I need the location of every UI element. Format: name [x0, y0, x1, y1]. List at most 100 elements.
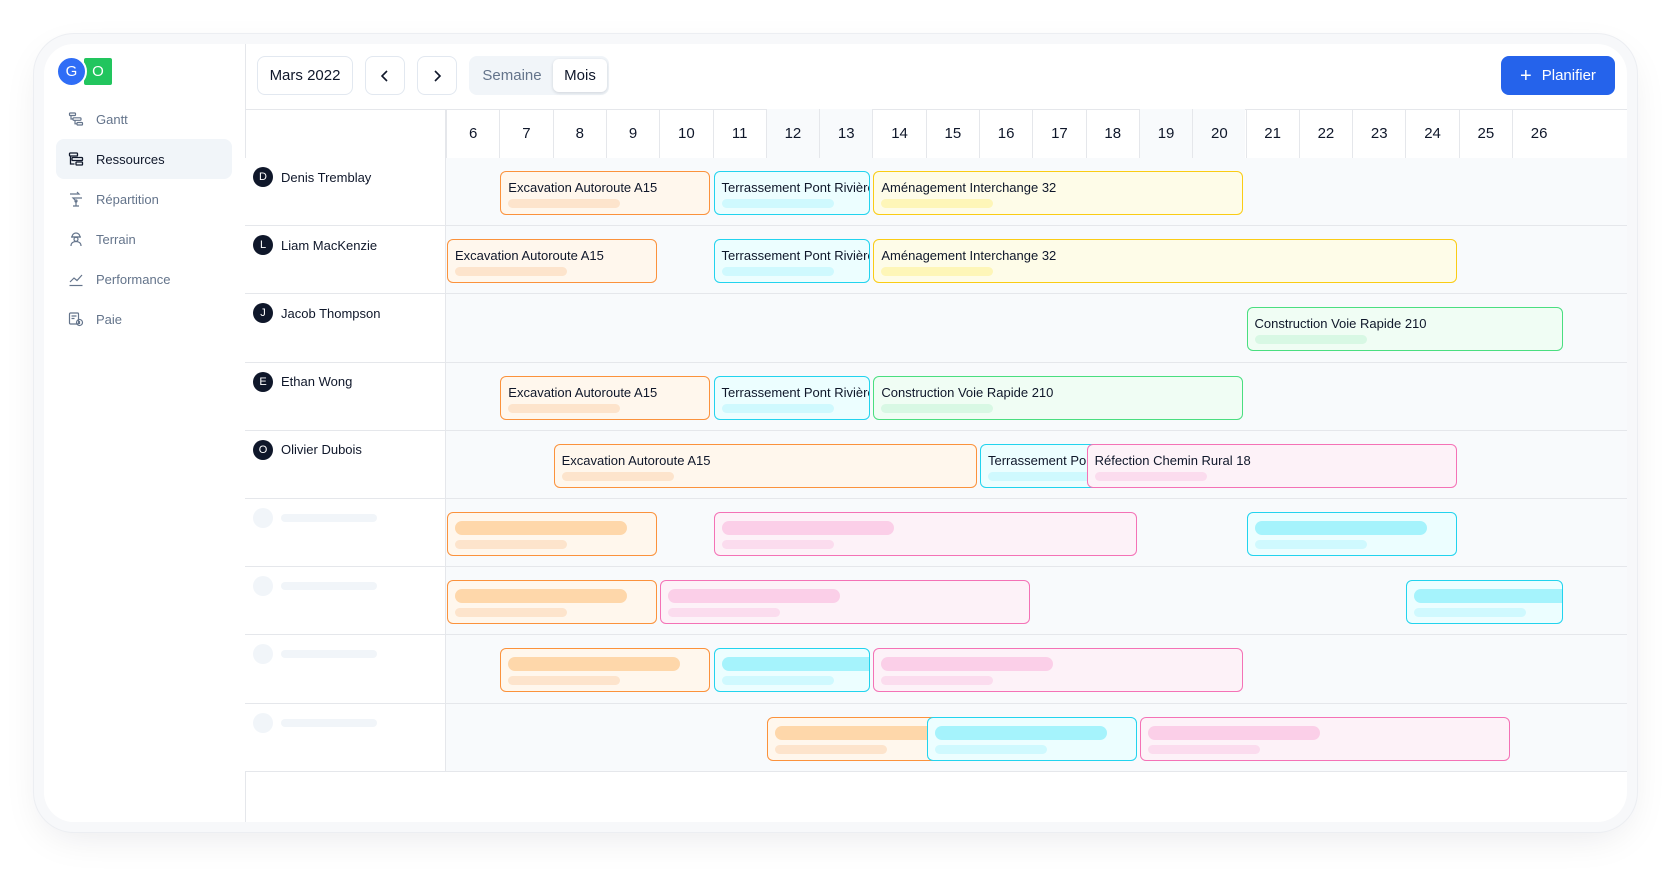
name-placeholder — [281, 514, 377, 522]
task-label-placeholder — [1414, 589, 1563, 604]
day-header: 12 — [765, 109, 820, 158]
sidebar-item-label: Ressources — [96, 151, 165, 167]
resource-row — [245, 499, 1627, 568]
task-bar[interactable]: Excavation Autoroute A15 — [553, 443, 977, 488]
chevron-left-icon — [380, 69, 388, 82]
view-week-button[interactable]: Semaine — [482, 67, 542, 84]
task-progress-placeholder — [881, 267, 994, 277]
sidebar-item-gantt[interactable]: Gantt — [56, 99, 232, 139]
sidebar-item-terrain[interactable]: Terrain — [56, 219, 232, 259]
task-bar-placeholder[interactable] — [873, 648, 1244, 693]
task-bar[interactable]: Terrassement Pont Rivière-Nord — [713, 375, 871, 420]
avatar: E — [253, 371, 273, 392]
task-bar[interactable]: Construction Voie Rapide 210 — [1246, 307, 1564, 352]
day-header: 17 — [1032, 109, 1085, 158]
day-header: 24 — [1405, 109, 1458, 158]
avatar-placeholder — [253, 712, 273, 733]
day-header: 10 — [659, 109, 712, 158]
sidebar-item-label: Paie — [96, 311, 123, 327]
task-label: Terrassement Pont Rivière-Nord — [721, 248, 870, 264]
resource-name: Olivier Dubois — [281, 442, 362, 458]
toolbar: Mars 2022 Semaine Mois + Planifier — [245, 44, 1627, 110]
next-button[interactable] — [417, 56, 457, 95]
avatar-placeholder — [253, 508, 273, 528]
task-label: Construction Voie Rapide 210 — [1254, 316, 1427, 332]
task-label: Terrassement Pont Rivière-Nord — [721, 384, 870, 400]
plan-button-label: Planifier — [1541, 67, 1596, 84]
day-header: 19 — [1138, 109, 1193, 158]
resource-cell: E Ethan Wong — [245, 362, 446, 430]
avatar: D — [253, 167, 273, 187]
task-progress-placeholder — [455, 608, 567, 618]
period-button[interactable]: Mars 2022 — [257, 56, 353, 95]
sidebar-item-performance[interactable]: Performance — [56, 259, 232, 299]
task-bar-placeholder[interactable] — [1139, 716, 1510, 761]
task-bar-placeholder[interactable] — [447, 512, 658, 556]
task-bar[interactable]: Réfection Chemin Rural 18 — [1086, 443, 1457, 488]
task-bar-placeholder[interactable] — [1246, 512, 1457, 556]
view-month-button[interactable]: Mois — [553, 59, 607, 92]
day-header: 11 — [712, 109, 766, 158]
sidebar-item-paie[interactable]: Paie — [56, 299, 232, 339]
task-label-placeholder — [508, 657, 681, 672]
name-placeholder — [281, 582, 377, 591]
day-header: 14 — [872, 109, 925, 158]
task-bar[interactable]: Terrassement Pont Rivière-Nord — [713, 171, 871, 215]
task-progress-placeholder — [881, 676, 994, 686]
task-bar[interactable]: Excavation Autoroute A15 — [447, 239, 658, 284]
task-bar-placeholder[interactable] — [500, 648, 711, 693]
name-placeholder — [281, 650, 377, 659]
task-bar-placeholder[interactable] — [660, 580, 1031, 625]
resource-row: E Ethan Wong Excavation Autoroute A15 Terra… — [245, 362, 1627, 431]
sidebar-item-label: Performance — [96, 271, 171, 287]
task-bar[interactable]: Terrassement Pont Rivière-Nord — [713, 239, 871, 284]
task-bar-placeholder[interactable] — [713, 512, 1137, 556]
task-bar-placeholder[interactable] — [926, 716, 1137, 761]
day-header: 8 — [552, 109, 606, 158]
task-bar[interactable]: Excavation Autoroute A15 — [500, 375, 711, 420]
sidebar-item-repartition[interactable]: Répartition — [56, 179, 232, 219]
task-label-placeholder — [455, 521, 627, 535]
task-progress-placeholder — [721, 540, 834, 549]
task-progress-placeholder — [988, 471, 1100, 481]
task-label-placeholder — [668, 589, 841, 604]
resource-name: Jacob Thompson — [281, 305, 381, 321]
task-bar[interactable]: Aménagement Interchange 32 — [873, 171, 1244, 215]
task-label-placeholder — [774, 725, 947, 740]
task-bar[interactable]: Excavation Autoroute A15 — [500, 171, 711, 215]
app-window: G O Gantt Ressources Répartition Terrain — [44, 44, 1627, 822]
day-header: 16 — [979, 109, 1032, 158]
avatar[interactable]: G — [56, 56, 87, 87]
task-bar-placeholder[interactable] — [713, 648, 871, 693]
task-bar[interactable]: Aménagement Interchange 32 — [873, 239, 1457, 284]
resource-name: Ethan Wong — [281, 374, 353, 390]
day-header: 15 — [925, 109, 979, 158]
resources-icon — [68, 152, 84, 166]
task-bar-placeholder[interactable] — [447, 580, 658, 625]
sidebar-item-ressources[interactable]: Ressources — [56, 139, 232, 179]
task-label: Aménagement Interchange 32 — [881, 180, 1057, 195]
task-progress-placeholder — [721, 676, 834, 686]
avatar-placeholder — [253, 576, 273, 597]
task-label-placeholder — [455, 589, 627, 604]
avatar-placeholder — [253, 644, 273, 665]
day-header: 18 — [1085, 109, 1139, 158]
sidebar-item-label: Terrain — [96, 231, 136, 247]
task-label-placeholder — [881, 657, 1054, 672]
task-progress-placeholder — [721, 403, 834, 413]
name-column-header — [245, 109, 446, 158]
task-progress-placeholder — [508, 676, 621, 686]
plan-button[interactable]: + Planifier — [1501, 56, 1615, 95]
task-bar[interactable]: Construction Voie Rapide 210 — [873, 375, 1244, 420]
task-bar-placeholder[interactable] — [1406, 580, 1564, 625]
resource-person[interactable]: E Ethan Wong — [253, 371, 353, 392]
previous-button[interactable] — [365, 56, 405, 95]
